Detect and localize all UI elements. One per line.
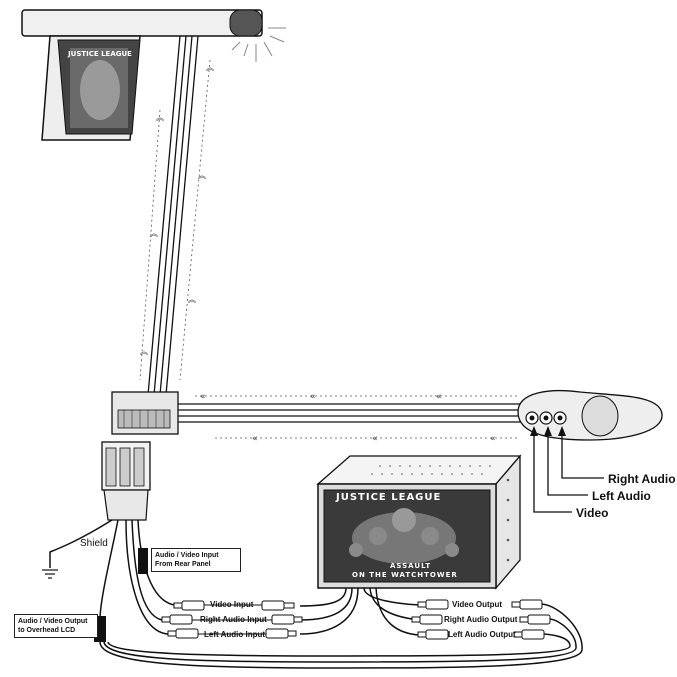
- dvd-screen-title: JUSTICE LEAGUE: [336, 492, 442, 503]
- overhead-screen-title: JUSTICE LEAGUE: [67, 50, 132, 58]
- left-arrow-icons: « « « « « «: [200, 392, 496, 444]
- svg-text:︽: ︽: [206, 63, 214, 72]
- ground-icon: [42, 569, 58, 579]
- video-input-label: Video Input: [210, 600, 254, 609]
- svg-text:«: «: [372, 434, 378, 444]
- right-audio-output-label: Right Audio Output: [444, 615, 518, 624]
- right-audio-label: Right Audio: [608, 472, 676, 486]
- av-input-label: Audio / Video Input From Rear Panel: [151, 548, 241, 572]
- svg-text:«: «: [436, 392, 442, 402]
- svg-text:︽: ︽: [188, 295, 196, 304]
- up-arrow-icons: ︽ ︽ ︽ ︽ ︽ ︽: [140, 63, 214, 356]
- output-jumper-lines: [192, 604, 272, 635]
- svg-text:«: «: [200, 392, 206, 402]
- jack-callouts: [533, 428, 604, 513]
- callout-arrowheads: [530, 426, 566, 436]
- svg-text:«: «: [310, 392, 316, 402]
- svg-text:«: «: [252, 434, 258, 444]
- svg-text:︽: ︽: [150, 229, 158, 238]
- av-input-line1: Audio / Video Input: [155, 552, 219, 559]
- svg-text:︽: ︽: [198, 171, 206, 180]
- rear-jack-panel: [517, 389, 663, 441]
- overhead-output-loop: [99, 603, 583, 669]
- light-glow-icon: [231, 27, 286, 62]
- signal-flow-left: [195, 395, 520, 439]
- svg-text:«: «: [490, 434, 496, 444]
- svg-text:︽: ︽: [156, 113, 164, 122]
- av-output-label: Audio / Video Output to Overhead LCD: [14, 614, 98, 638]
- overhead-cable: [147, 35, 199, 396]
- av-input-line2: From Rear Panel: [155, 561, 211, 568]
- input-sleeve-marker: [138, 548, 148, 574]
- right-audio-input-label: Right Audio Input: [200, 615, 267, 624]
- dvd-output-cables: [299, 587, 421, 636]
- dvd-screen-subtitle-2: ON THE WATCHTOWER: [352, 571, 458, 579]
- rear-panel-cable: [178, 403, 525, 423]
- dvd-player: [316, 454, 522, 590]
- av-output-line2: to Overhead LCD: [18, 627, 76, 634]
- left-audio-label: Left Audio: [592, 489, 651, 503]
- harness-input-wires: [49, 519, 175, 635]
- overhead-lcd-unit: [21, 9, 286, 141]
- video-label: Video: [576, 506, 609, 520]
- signal-flow-up: [139, 59, 211, 381]
- left-audio-output-label: Left Audio Output: [448, 630, 516, 639]
- video-output-label: Video Output: [452, 600, 503, 609]
- svg-text:︽: ︽: [140, 347, 148, 356]
- left-audio-input-label: Left Audio Input: [204, 630, 266, 639]
- harness-connector: [101, 391, 179, 521]
- shield-label: Shield: [80, 538, 108, 549]
- av-output-line1: Audio / Video Output: [18, 618, 88, 625]
- dvd-screen-subtitle-1: ASSAULT: [390, 562, 432, 570]
- rca-input-plugs: [161, 600, 303, 639]
